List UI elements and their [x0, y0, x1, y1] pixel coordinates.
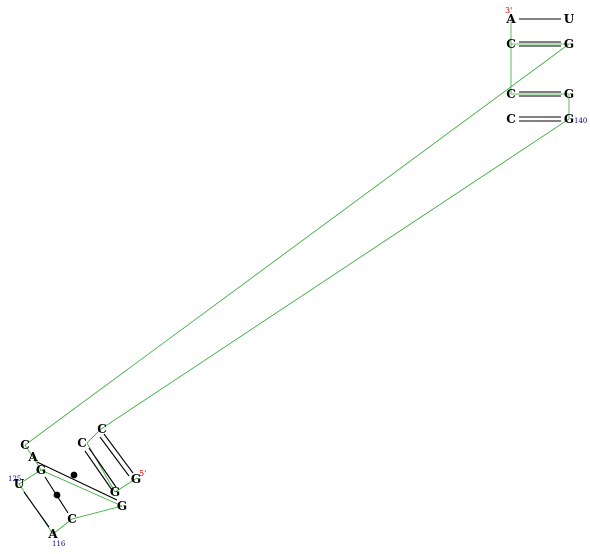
- five-prime-label: 5': [139, 469, 146, 478]
- nucleotide: G: [131, 472, 141, 486]
- position-label-116: 116: [52, 540, 66, 548]
- three-prime-label: 3': [505, 6, 512, 15]
- nucleotide: U: [14, 477, 25, 491]
- base-pairs: [23, 18, 561, 528]
- pair-C-G-inner-a: [84, 450, 113, 491]
- backbone: [18, 19, 571, 535]
- nucleotide: G: [564, 87, 574, 101]
- nucleotide: A: [27, 450, 38, 464]
- pair-C-G-inner-b: [88, 447, 117, 488]
- nucleotide: G: [110, 485, 120, 499]
- nucleotide: G: [564, 112, 574, 126]
- nucleotide: U: [564, 12, 575, 26]
- backbone-path: [18, 43, 571, 535]
- nucleotide: G: [117, 499, 127, 513]
- nucleotide: C: [506, 87, 516, 101]
- wobble-dot-A-G: [70, 471, 78, 479]
- pair-A-G: [36, 461, 118, 501]
- nucleotide: C: [506, 112, 516, 126]
- nucleotide: G: [564, 37, 574, 51]
- nucleotide: C: [67, 512, 77, 526]
- pair-U-A: [23, 491, 50, 528]
- nucleotides: A U C G C G C G C A G U A C G G G C C: [14, 12, 575, 541]
- wobble-dot-G-C: [53, 491, 61, 499]
- position-labels: 3' 5' 140 125 116: [8, 6, 587, 548]
- nucleotide: C: [77, 436, 87, 450]
- nucleotide: C: [506, 37, 516, 51]
- pair-C-G-outer-a: [99, 436, 130, 477]
- nucleotide: A: [47, 527, 58, 541]
- nucleotide: A: [505, 12, 516, 26]
- position-label-140: 140: [574, 117, 587, 125]
- nucleotide: G: [36, 463, 46, 477]
- nucleotide: C: [20, 438, 30, 452]
- position-label-125: 125: [8, 475, 21, 483]
- pair-C-G-outer-b: [103, 433, 134, 474]
- nucleotide: C: [97, 422, 107, 436]
